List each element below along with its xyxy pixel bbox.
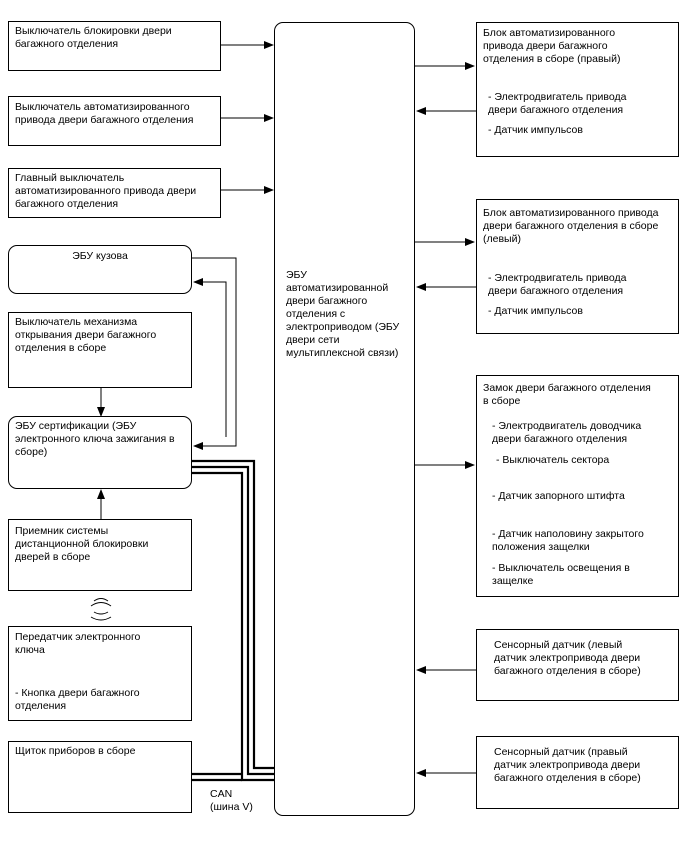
transmitter-box: Передатчик электронного ключа - Кнопка д… <box>8 626 192 721</box>
body-ecu-box: ЭБУ кузова <box>8 245 192 294</box>
opener-switch-box: Выключатель механизма открывания двери б… <box>8 312 192 388</box>
transmitter-title: Передатчик электронного ключа <box>15 631 141 656</box>
unit-left-box: Блок автоматизированного привода двери б… <box>476 199 679 334</box>
transmitter-item: - Кнопка двери багажного отделения <box>15 687 140 712</box>
lock-striker: - Датчик запорного штифта <box>492 490 625 502</box>
unit-right-title: Блок автоматизированного привода двери б… <box>483 27 621 65</box>
cert-ecu-label: ЭБУ сертификации (ЭБУ электронного ключа… <box>15 420 175 458</box>
meter-label: Щиток приборов в сборе <box>15 745 136 757</box>
touch-right-box: Сенсорный датчик (правый датчик электроп… <box>476 736 679 809</box>
lock-title: Замок двери багажного отделения в сборе <box>483 382 651 407</box>
touch-right-label: Сенсорный датчик (правый датчик электроп… <box>494 746 641 784</box>
unit-right-motor: - Электродвигатель привода двери багажно… <box>488 91 627 116</box>
main-switch-label: Главный выключатель автоматизированного … <box>15 172 197 210</box>
unit-right-pulse: - Датчик импульсов <box>488 124 583 136</box>
unit-right-box: Блок автоматизированного привода двери б… <box>476 22 679 157</box>
receiver-label: Приемник системы дистанционной блокировк… <box>15 525 149 563</box>
can-bus-lines <box>192 459 274 782</box>
main-switch-box: Главный выключатель автоматизированного … <box>8 168 221 218</box>
touch-left-label: Сенсорный датчик (левый датчик электропр… <box>494 639 641 677</box>
wireless-signal-icon <box>90 598 112 621</box>
opener-switch-label: Выключатель механизма открывания двери б… <box>15 316 157 354</box>
lock-switch-box: Выключатель блокировки двери багажного о… <box>8 21 221 71</box>
meter-box: Щиток приборов в сборе <box>8 741 192 813</box>
lock-light-switch: - Выключатель освещения в защелке <box>492 562 630 587</box>
cert-ecu-box: ЭБУ сертификации (ЭБУ электронного ключа… <box>8 416 192 489</box>
lock-half-latch: - Датчик наполовину закрытого положения … <box>492 528 644 553</box>
unit-left-motor: - Электродвигатель привода двери багажно… <box>488 272 627 297</box>
lock-motor: - Электродвигатель доводчика двери багаж… <box>492 420 642 445</box>
central-ecu-box: ЭБУ автоматизированной двери багажного о… <box>274 22 415 816</box>
power-switch-label: Выключатель автоматизированного привода … <box>15 101 194 126</box>
unit-left-title: Блок автоматизированного привода двери б… <box>483 207 659 245</box>
lock-sector: - Выключатель сектора <box>496 454 610 466</box>
can-bus-label: CAN (шина V) <box>210 788 253 813</box>
central-ecu-label: ЭБУ автоматизированной двери багажного о… <box>286 269 400 359</box>
receiver-box: Приемник системы дистанционной блокировк… <box>8 519 192 591</box>
power-switch-box: Выключатель автоматизированного привода … <box>8 96 221 146</box>
body-ecu-label: ЭБУ кузова <box>72 250 128 262</box>
line-body-ecu-to-cert <box>192 257 237 450</box>
unit-left-pulse: - Датчик импульсов <box>488 305 583 317</box>
line-cert-to-body-ecu <box>193 278 227 437</box>
touch-left-box: Сенсорный датчик (левый датчик электропр… <box>476 629 679 701</box>
lock-assembly-box: Замок двери багажного отделения в сборе … <box>476 375 679 597</box>
lock-switch-label: Выключатель блокировки двери багажного о… <box>15 25 172 50</box>
